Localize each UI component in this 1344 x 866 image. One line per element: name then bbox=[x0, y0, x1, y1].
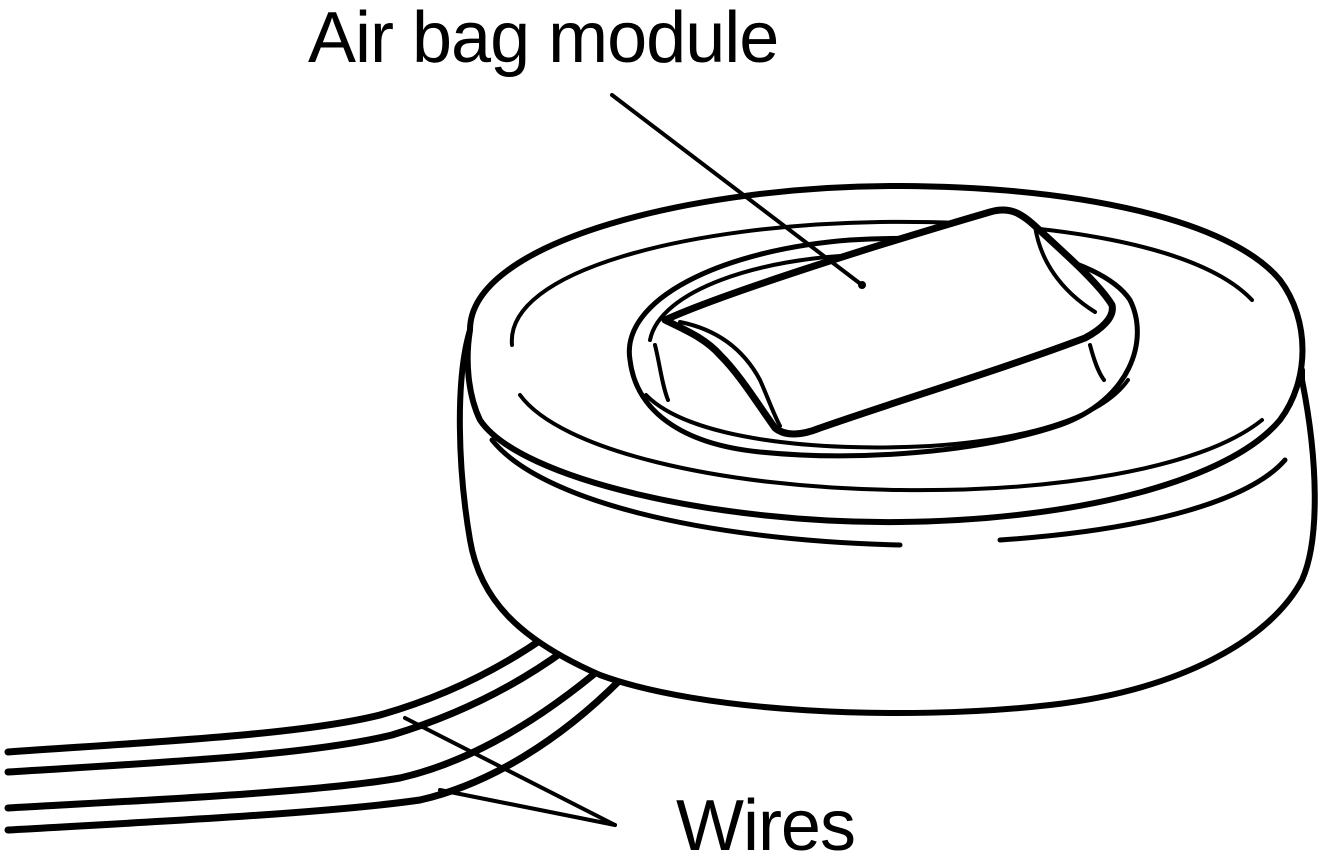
pad-bevel-left bbox=[489, 437, 903, 548]
airbag-module-label: Air bag module bbox=[308, 0, 779, 78]
wires-leader-line-lower bbox=[438, 788, 617, 827]
airbag-leader-line bbox=[610, 93, 864, 287]
airbag-module-body bbox=[661, 206, 1116, 438]
module-recess-inner bbox=[648, 253, 862, 342]
module-tab-right bbox=[1088, 343, 1106, 382]
airbag-module-fold bbox=[678, 320, 782, 428]
pad-top-ring bbox=[509, 219, 1254, 347]
wire-upper-inner bbox=[4, 646, 569, 776]
airbag-module-drawing bbox=[653, 206, 1116, 438]
module-tab-left bbox=[653, 343, 670, 402]
pad-top-ring-lower bbox=[518, 393, 1264, 493]
airbag-leader-dot bbox=[858, 281, 866, 289]
pad-bevel-right bbox=[997, 457, 1288, 543]
wires-drawing bbox=[4, 626, 624, 834]
wire-lower-outer bbox=[4, 661, 609, 812]
module-recess-lower bbox=[644, 378, 1130, 450]
wire-lower-inner bbox=[4, 676, 624, 834]
airbag-module-edge bbox=[1033, 224, 1097, 314]
wire-upper-outer bbox=[4, 626, 559, 756]
wires-label: Wires bbox=[676, 786, 856, 866]
leader-lines bbox=[403, 93, 866, 827]
wires-leader-line-upper bbox=[403, 716, 617, 827]
